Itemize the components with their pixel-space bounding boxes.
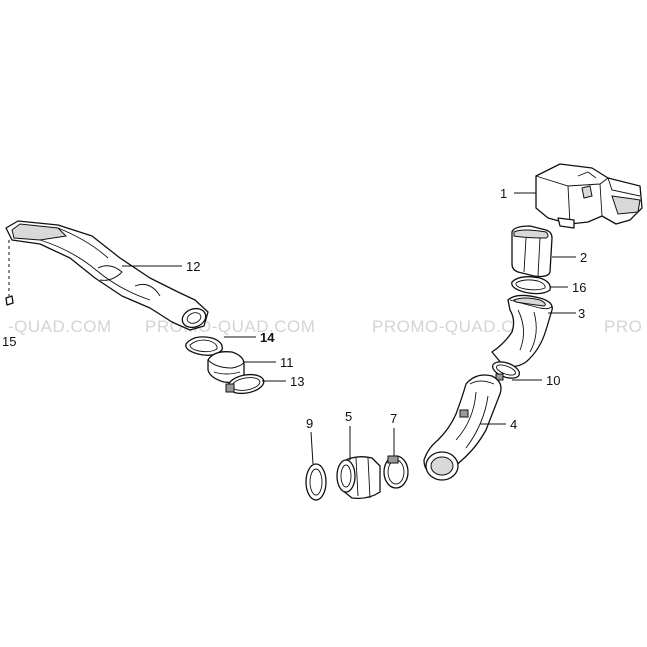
part-4-lower-duct: [423, 374, 502, 481]
label-part-5: 5: [345, 409, 352, 424]
part-15-clip: [5, 240, 14, 306]
label-part-12: 12: [186, 259, 200, 274]
label-part-16: 16: [572, 280, 586, 295]
label-part-4: 4: [510, 417, 517, 432]
label-part-7: 7: [390, 411, 397, 426]
part-7-clamp: [383, 455, 409, 489]
label-part-15: 15: [2, 334, 16, 349]
part-9-ring: [305, 463, 327, 501]
part-5-rubber-sleeve: [336, 456, 381, 500]
label-part-3: 3: [578, 306, 585, 321]
part-12-intake-tube: [5, 220, 209, 331]
label-part-14: 14: [260, 330, 275, 345]
part-16-gasket: [511, 276, 551, 295]
part-10-clamp: [491, 361, 521, 381]
part-1-airbox-cover: [535, 163, 643, 229]
part-2-duct: [511, 225, 553, 278]
part-3-elbow: [491, 294, 553, 368]
watermark-3: PROMO-QUAD.COM: [372, 317, 542, 336]
label-part-1: 1: [500, 186, 507, 201]
label-part-11: 11: [280, 355, 294, 370]
label-part-9: 9: [306, 416, 313, 431]
watermark-1: -QUAD.COM: [8, 317, 112, 336]
label-part-10: 10: [546, 373, 560, 388]
leader-lines: [122, 192, 576, 465]
part-14-gasket: [185, 336, 223, 356]
label-part-2: 2: [580, 250, 587, 265]
watermark-4: PRO: [604, 317, 642, 336]
label-part-13: 13: [290, 374, 304, 389]
